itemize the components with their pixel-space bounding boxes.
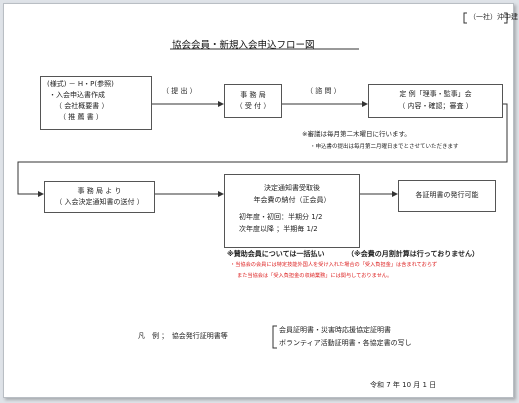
- note-review-schedule: ※審議は毎月第二木曜日に行います。: [302, 130, 411, 138]
- step-application-line4: （ 推 薦 書 ）: [59, 113, 103, 121]
- step-office-line2: （ 受 付 ）: [235, 102, 271, 110]
- step-application-line3: （ 会社概要書 ）: [55, 102, 109, 110]
- step-fee-line1: 決定通知書受取後: [264, 184, 320, 192]
- supporting-member-note: ※賛助会員については一括払い: [227, 250, 325, 258]
- legend-item-membership: 会員証明書・災害時応援協定証明書: [279, 326, 391, 334]
- note-submission-deadline: ・申込書の提出は毎月第二月曜日までとさせていただきます: [310, 144, 459, 150]
- red-note-collection: また当協会は「受入負担金の収納業務」には関与しておりません。: [237, 273, 393, 279]
- flow-lines: [17, 12, 508, 349]
- step-board-line1: 定 例「理事・監事」会: [399, 90, 472, 98]
- step-fee-line3: 初年度・初回：半期分 1/2: [239, 213, 323, 221]
- document-date: 令和 7 年 10 月 1 日: [370, 381, 437, 389]
- step-application-line1: (様式) － H・P(参照): [47, 80, 114, 88]
- step-fee-payment: 決定通知書受取後 年会費の納付（正会員） 初年度・初回：半期分 1/2 次年度以…: [224, 174, 360, 248]
- step-decision-line2: （ 入会決定通知書の送付 ）: [55, 198, 144, 206]
- supporting-member-note-b: （※会費の月割計算は行っておりません）: [347, 250, 480, 258]
- step-office-reception: 事 務 局 （ 受 付 ）: [224, 84, 282, 118]
- document-page: （一社）沖中建 協会会員・新規入会申込フロー図 (様式) － H・P(参照) ・…: [3, 3, 518, 398]
- page-title: 協会会員・新規入会申込フロー図: [172, 40, 315, 51]
- step-certificate-label: 各証明書の発行可能: [415, 191, 479, 199]
- arrow-submit-label: （ 提 出 ）: [162, 87, 197, 95]
- org-label: （一社）沖中建: [469, 13, 518, 21]
- legend-item-volunteer: ボランティア活動証明書・各協定書の写し: [279, 339, 412, 347]
- step-decision-notice: 事 務 局 よ り （ 入会決定通知書の送付 ）: [44, 181, 155, 213]
- step-board-line2: （ 内容・確認；審査 ）: [398, 102, 473, 110]
- step-application-line2: ・入会申込書作成: [49, 91, 105, 99]
- red-note-foreign-workers: ・当協会の会員には特定技能外国人を受け入れた場合の「受入負担金」は含まれておらず: [230, 262, 438, 268]
- step-decision-line1: 事 務 局 よ り: [77, 187, 122, 195]
- step-office-line1: 事 務 局: [240, 91, 266, 99]
- step-application: (様式) － H・P(参照) ・入会申込書作成 （ 会社概要書 ） （ 推 薦 …: [40, 76, 152, 130]
- arrow-inquiry-label: （ 諮 問 ）: [306, 87, 341, 95]
- step-certificate-issuance: 各証明書の発行可能: [398, 180, 496, 212]
- step-fee-line4: 次年度以降 ；半期毎 1/2: [239, 225, 318, 233]
- step-board-meeting: 定 例「理事・監事」会 （ 内容・確認；審査 ）: [368, 84, 503, 118]
- step-fee-line2: 年会費の納付（正会員）: [253, 196, 331, 204]
- legend-label: 凡 例 ； 協会発行証明書等: [138, 332, 228, 340]
